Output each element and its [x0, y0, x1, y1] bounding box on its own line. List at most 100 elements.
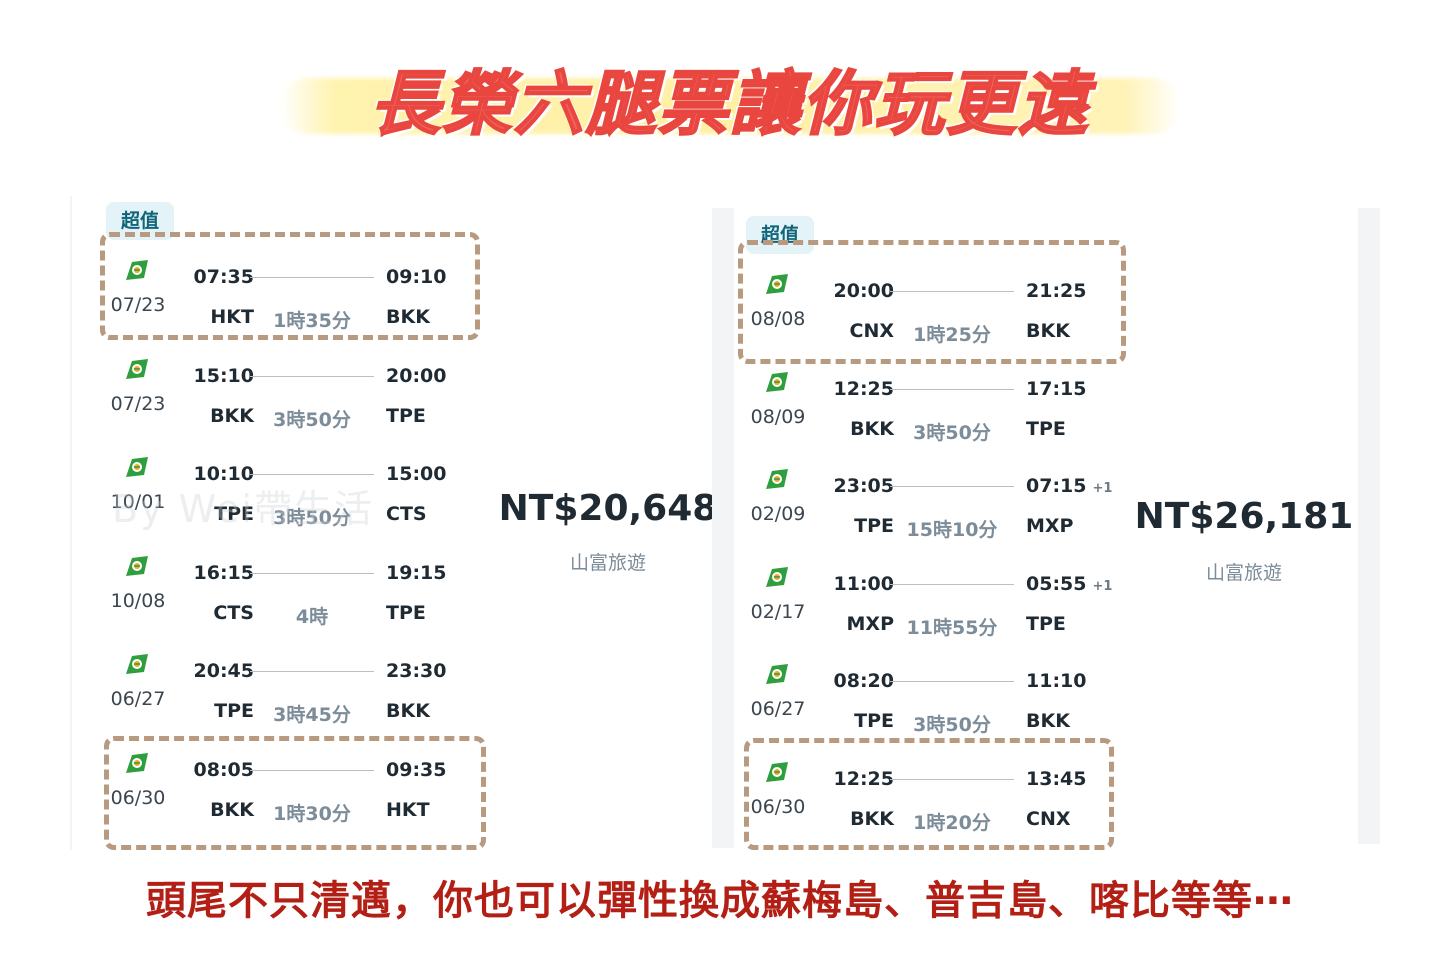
arrival-airport: TPE: [1026, 417, 1066, 440]
flight-duration: 3時45分: [273, 704, 351, 726]
departure-airport: TPE: [214, 700, 254, 722]
arrival-time: 11:10: [1026, 670, 1087, 692]
watermark: By Wei帶生活: [112, 487, 374, 531]
arrival-airport: BKK: [1026, 320, 1070, 342]
flight-date: 10/01: [110, 491, 166, 513]
title-highlight: [280, 78, 1180, 134]
eva-air-logo-icon: [762, 565, 790, 589]
arrival-airport: CNX: [1026, 807, 1071, 830]
arrival-time: 09:35: [386, 758, 447, 781]
arrival-time: 09:10: [386, 266, 447, 288]
eva-air-logo-icon: [122, 554, 150, 578]
route-line: [250, 277, 374, 278]
departure-airport: BKK: [850, 807, 894, 830]
route-line: [250, 671, 374, 672]
next-day-indicator: +1: [1092, 578, 1113, 594]
arrival-airport: TPE: [386, 601, 426, 624]
flight-date: 08/08: [750, 308, 806, 330]
highlight-box-first-segment: [100, 232, 480, 340]
route-line: [890, 778, 1014, 780]
arrival-airport: CTS: [386, 503, 427, 525]
arrival-airport: HKT: [386, 798, 430, 821]
departure-time: 11:00: [833, 572, 894, 595]
arrival-time: 17:15: [1026, 377, 1087, 400]
arrival-time: 21:25: [1026, 280, 1087, 302]
flight-duration: 3時50分: [273, 507, 351, 529]
route-line: [890, 388, 1014, 390]
route-line: [250, 769, 374, 771]
eva-air-logo-icon: [122, 455, 150, 479]
arrival-time: 13:45: [1026, 767, 1087, 790]
route-line: [250, 474, 374, 475]
departure-airport: HKT: [210, 306, 254, 328]
eva-air-logo-icon: [122, 258, 150, 282]
price: NT$26,181: [1134, 496, 1354, 537]
arrival-time-wrap: 13:45: [1026, 768, 1146, 790]
departure-time: 08:20: [833, 670, 894, 692]
arrival-time: 05:55: [1026, 572, 1087, 595]
departure-time: 23:05: [833, 475, 894, 497]
arrival-time: 07:15: [1026, 475, 1087, 497]
arrival-time-wrap: 15:00: [386, 463, 506, 485]
eva-air-logo-icon: [762, 370, 790, 394]
eva-air-logo-icon: [762, 467, 790, 491]
eva-air-logo-icon: [762, 760, 790, 784]
highlight-box-first-segment: [738, 240, 1126, 364]
arrival-airport: TPE: [1026, 612, 1066, 635]
title-banner: 長榮六腿票讓你玩更遠: [270, 40, 1190, 150]
flight-duration: 1時30分: [273, 802, 351, 825]
price: NT$20,648: [498, 488, 718, 529]
arrival-time-wrap: 19:15: [386, 562, 506, 584]
route-line: [890, 681, 1014, 682]
departure-airport: BKK: [210, 798, 254, 821]
flight-date: 08/09: [750, 405, 806, 428]
next-day-indicator: +1: [1092, 481, 1113, 496]
arrival-time-wrap: 21:25: [1026, 280, 1146, 302]
departure-time: 08:05: [193, 758, 254, 781]
arrival-time-wrap: 20:00: [386, 365, 506, 387]
departure-time: 20:00: [833, 280, 894, 302]
arrival-airport: BKK: [1026, 710, 1070, 732]
flight-duration: 4時: [295, 605, 329, 628]
departure-airport: MXP: [846, 612, 894, 635]
departure-time: 16:15: [193, 561, 254, 584]
flight-date: 06/27: [750, 698, 806, 720]
caption: 頭尾不只清邁，你也可以彈性換成蘇梅島、普吉島、喀比等等⋯: [146, 878, 1294, 924]
arrival-time-wrap: 09:35: [386, 759, 506, 781]
flight-date: 07/23: [110, 392, 166, 415]
arrival-time-wrap: 11:10: [1026, 670, 1146, 692]
eva-air-logo-icon: [122, 357, 150, 381]
arrival-time: 19:15: [386, 561, 447, 584]
arrival-airport: TPE: [386, 404, 426, 427]
route-line: [890, 486, 1014, 487]
departure-time: 15:10: [193, 364, 254, 387]
departure-time: 20:45: [193, 660, 254, 682]
flight-date: 10/08: [110, 589, 166, 612]
agency-name: 山富旅遊: [569, 552, 646, 574]
departure-airport: BKK: [850, 417, 894, 440]
departure-airport: TPE: [854, 515, 894, 537]
flight-duration: 1時35分: [273, 310, 351, 332]
departure-time: 12:25: [833, 377, 894, 400]
arrival-time-wrap: 09:10: [386, 266, 506, 288]
departure-time: 12:25: [833, 767, 894, 790]
flight-duration: 15時10分: [906, 519, 998, 541]
eva-air-logo-icon: [122, 751, 150, 775]
flight-duration: 3時50分: [273, 408, 351, 431]
flight-date: 07/23: [110, 294, 166, 316]
departure-time: 10:10: [193, 463, 254, 485]
arrival-airport: MXP: [1026, 515, 1074, 537]
departure-airport: BKK: [210, 404, 254, 427]
departure-airport: TPE: [214, 503, 254, 525]
route-line: [890, 291, 1014, 292]
departure-airport: CNX: [849, 320, 895, 342]
eva-air-logo-icon: [122, 652, 150, 676]
departure-time: 07:35: [193, 266, 254, 288]
